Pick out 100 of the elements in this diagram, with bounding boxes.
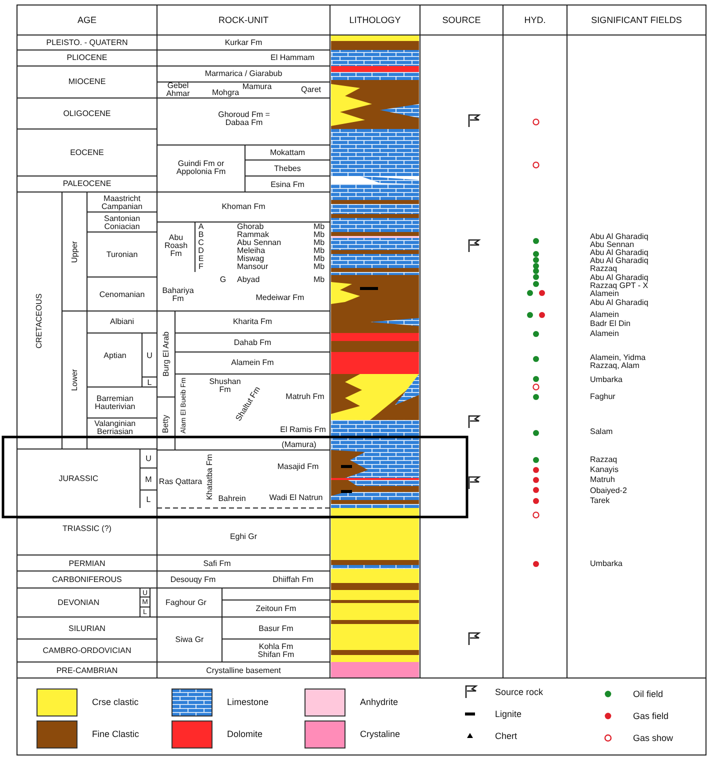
table-text: Matruh Fm <box>286 393 324 401</box>
field-name: Razzaq, Alam <box>590 362 640 370</box>
table-text: Crystalline basement <box>206 666 281 674</box>
table-text: Safi Fm <box>203 560 231 568</box>
table-text: Kharita Fm <box>232 318 272 326</box>
table-text: Santonian Coniacian <box>102 214 142 230</box>
table-text: Mb <box>313 255 325 263</box>
field-name: Kanayis <box>590 466 618 474</box>
table-text: Mohgra <box>212 89 240 97</box>
table-text: L <box>146 496 151 504</box>
table-text: Mokattam <box>270 149 306 157</box>
table-text: MIOCENE <box>68 78 106 86</box>
table-text: Bahariya Fm <box>161 287 195 303</box>
field-name: Alamein <box>590 330 619 338</box>
field-name: Umbarka <box>590 560 622 568</box>
table-text: (Mamura) <box>282 440 316 448</box>
field-name: Obaiyed-2 <box>590 487 627 495</box>
table-text: Mamura <box>242 82 272 90</box>
table-text: PLIOCENE <box>66 54 108 62</box>
table-text: Mb <box>313 223 325 231</box>
table-text: Aptian <box>104 352 126 360</box>
field-name: Alamein <box>590 311 619 319</box>
table-text: F <box>198 263 204 271</box>
table-text: Albiani <box>110 318 134 326</box>
table-text: Kohla Fm Shifan Fm <box>256 643 296 659</box>
table-text: Qaret <box>300 86 321 94</box>
table-text: OLIGOCENE <box>63 110 111 118</box>
legend-label: Limestone <box>227 698 269 707</box>
table-text: JURASSIC <box>58 475 98 483</box>
table-text: Khoman Fm <box>222 203 266 211</box>
table-text: Dhiiffah Fm <box>272 576 314 584</box>
table-text: Lower <box>70 369 78 391</box>
table-text: Ghoroud Fm = Dabaa Fm <box>217 111 271 127</box>
table-text: El Hammam <box>270 54 314 62</box>
table-text: Ras Qattara <box>158 478 202 486</box>
table-text: Ghorab <box>237 223 264 231</box>
field-name: Abu Sennan <box>590 241 634 249</box>
table-text: SILURIAN <box>68 624 106 632</box>
field-name: Alamein <box>590 290 619 298</box>
table-text: Upper <box>70 240 78 262</box>
table-text: CRETACEOUS <box>36 293 44 348</box>
table-text: Valanginian Berriasian <box>93 420 137 436</box>
legend-label: Dolomite <box>227 730 263 739</box>
table-text: Medeiwar Fm <box>256 294 304 302</box>
table-text: Abu Sennan <box>237 239 282 247</box>
column-header: ROCK-UNIT <box>218 16 268 24</box>
table-text: Miswag <box>237 255 264 263</box>
table-text: B <box>198 231 204 239</box>
table-text: Faghour Gr <box>166 599 206 607</box>
table-text: Mb <box>313 239 325 247</box>
table-text: Kurkar Fm <box>224 38 262 46</box>
table-text: Eghi Gr <box>230 533 258 541</box>
legend-label: Gas show <box>633 734 674 742</box>
table-text: Shushan Fm <box>208 378 242 394</box>
field-name: Abu Al Gharadiq <box>590 274 648 282</box>
legend-label: Oil field <box>633 690 664 698</box>
table-text: Esina Fm <box>270 180 304 188</box>
table-text: L <box>147 378 152 386</box>
column-header: SIGNIFICANT FIELDS <box>591 16 682 24</box>
table-text: TRIASSIC (?) <box>62 525 112 533</box>
legend-label: Gas field <box>633 712 669 720</box>
field-name: Razzaq <box>590 456 618 464</box>
table-text: El Ramis Fm <box>280 426 326 434</box>
table-text: Basur Fm <box>258 624 294 632</box>
table-text: Mb <box>313 231 325 239</box>
table-text: Masajid Fm <box>277 463 319 471</box>
table-text: Siwa Gr <box>175 636 204 644</box>
table-text: Maastricht Campanian <box>100 194 144 210</box>
legend-label: Crse clastic <box>92 698 139 707</box>
table-text: Guindi Fm or Appolonia Fm <box>175 160 227 176</box>
table-text: Mb <box>313 247 325 255</box>
table-text: Turonian <box>106 251 138 259</box>
table-text: Gebel Ahmar <box>165 82 191 98</box>
table-text: U <box>146 352 152 360</box>
table-text: PALEOCENE <box>62 180 112 188</box>
legend-label: Crystaline <box>360 730 400 739</box>
table-text: Abyad <box>237 276 260 284</box>
table-text: Abu Roash Fm <box>163 234 189 258</box>
column-header: LITHOLOGY <box>349 16 401 24</box>
table-text: G <box>220 276 226 284</box>
legend-label: Anhydrite <box>360 698 398 707</box>
field-name: Umbarka <box>590 376 622 384</box>
table-text: PLEISTO. - QUATERN <box>46 38 128 46</box>
table-text: PERMIAN <box>68 560 106 568</box>
field-name: Abu Al Gharadiq <box>590 299 648 307</box>
column-header: AGE <box>77 16 96 24</box>
table-text: Meleiha <box>237 247 266 255</box>
field-name: Alamein, Yidma <box>590 354 646 362</box>
table-text: Khatatba Fm <box>206 454 214 500</box>
field-name: Matruh <box>590 476 615 484</box>
table-text: Burg El Arab <box>162 332 170 376</box>
table-text: A <box>198 223 204 231</box>
field-name: Salam <box>590 428 613 436</box>
legend-label: Chert <box>495 732 518 740</box>
table-text: Dahab Fm <box>234 339 272 347</box>
table-text: U <box>146 455 152 463</box>
table-text: Zeitoun Fm <box>256 605 296 613</box>
table-text: M <box>145 476 152 484</box>
table-text: D <box>198 247 204 255</box>
table-text: Marmarica / Giarabub <box>204 70 282 78</box>
